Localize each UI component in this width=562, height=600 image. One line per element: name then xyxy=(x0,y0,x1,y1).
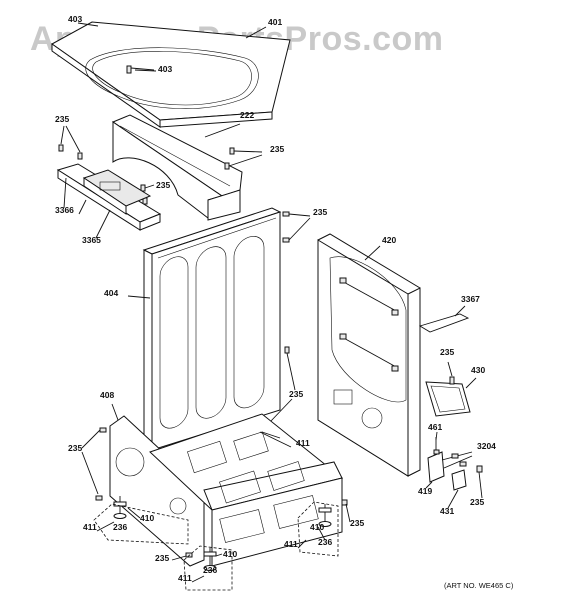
callout-labels: 403 401 403 222 235 235 235 3366 235 3365 420 404 33… xyxy=(55,14,496,583)
callout-c411c: 411 xyxy=(284,539,298,549)
leader-lines xyxy=(77,22,438,583)
art-number: (ART NO. WE465 C) xyxy=(444,581,514,590)
callout-c222: 222 xyxy=(240,110,254,120)
callout-c411d: 411 xyxy=(178,573,192,583)
callout-c410a: 410 xyxy=(140,513,154,523)
leveling-foot-236-left xyxy=(113,496,141,519)
callout-c404: 404 xyxy=(104,288,118,298)
callout-c411a: 411 xyxy=(296,438,310,448)
callout-c235i: 235 xyxy=(350,518,364,528)
leveling-foot-236-center xyxy=(203,548,223,571)
callout-c3367: 3367 xyxy=(461,294,480,304)
callout-c3204: 3204 xyxy=(477,441,496,451)
rear-panel-420 xyxy=(317,233,421,477)
top-panel-401 xyxy=(51,21,291,128)
callout-c235f: 235 xyxy=(289,389,303,399)
screws-235-cabinet xyxy=(269,211,311,423)
leveling-foot-236-right xyxy=(317,504,332,541)
callout-c411b: 411 xyxy=(83,522,97,532)
vent-430 xyxy=(425,361,477,417)
front-support-222 xyxy=(111,114,243,221)
callout-c420: 420 xyxy=(382,235,396,245)
callout-c236a: 236 xyxy=(113,522,127,532)
callout-c430: 430 xyxy=(471,365,485,375)
callout-c235a: 235 xyxy=(55,114,69,124)
callout-c235j: 235 xyxy=(155,553,169,563)
callout-c403a: 403 xyxy=(68,14,82,24)
callout-c235b: 235 xyxy=(270,144,284,154)
callout-c431: 431 xyxy=(440,506,454,516)
cabinet-404 xyxy=(127,207,282,451)
callout-c401: 401 xyxy=(268,17,282,27)
callout-c3366: 3366 xyxy=(55,205,74,215)
callout-c235e: 235 xyxy=(440,347,454,357)
callout-c3365: 3365 xyxy=(82,235,101,245)
callout-c235g: 235 xyxy=(68,443,82,453)
callout-c236c: 236 xyxy=(203,565,217,575)
clip-3367 xyxy=(418,305,470,333)
callout-c410c: 410 xyxy=(223,549,237,559)
callout-c461: 461 xyxy=(428,422,442,432)
screws-235 xyxy=(58,125,263,205)
control-board-3365 xyxy=(82,169,152,239)
callout-c410b: 410 xyxy=(310,522,324,532)
terminal-bracket-419 xyxy=(425,437,483,509)
callout-c403b: 403 xyxy=(158,64,172,74)
callout-c235c: 235 xyxy=(156,180,170,190)
callout-c236b: 236 xyxy=(318,537,332,547)
callout-c408: 408 xyxy=(100,390,114,400)
callout-c235d: 235 xyxy=(313,207,327,217)
callout-c235h: 235 xyxy=(470,497,484,507)
callout-c419: 419 xyxy=(418,486,432,496)
base-frame-408 xyxy=(109,403,344,567)
